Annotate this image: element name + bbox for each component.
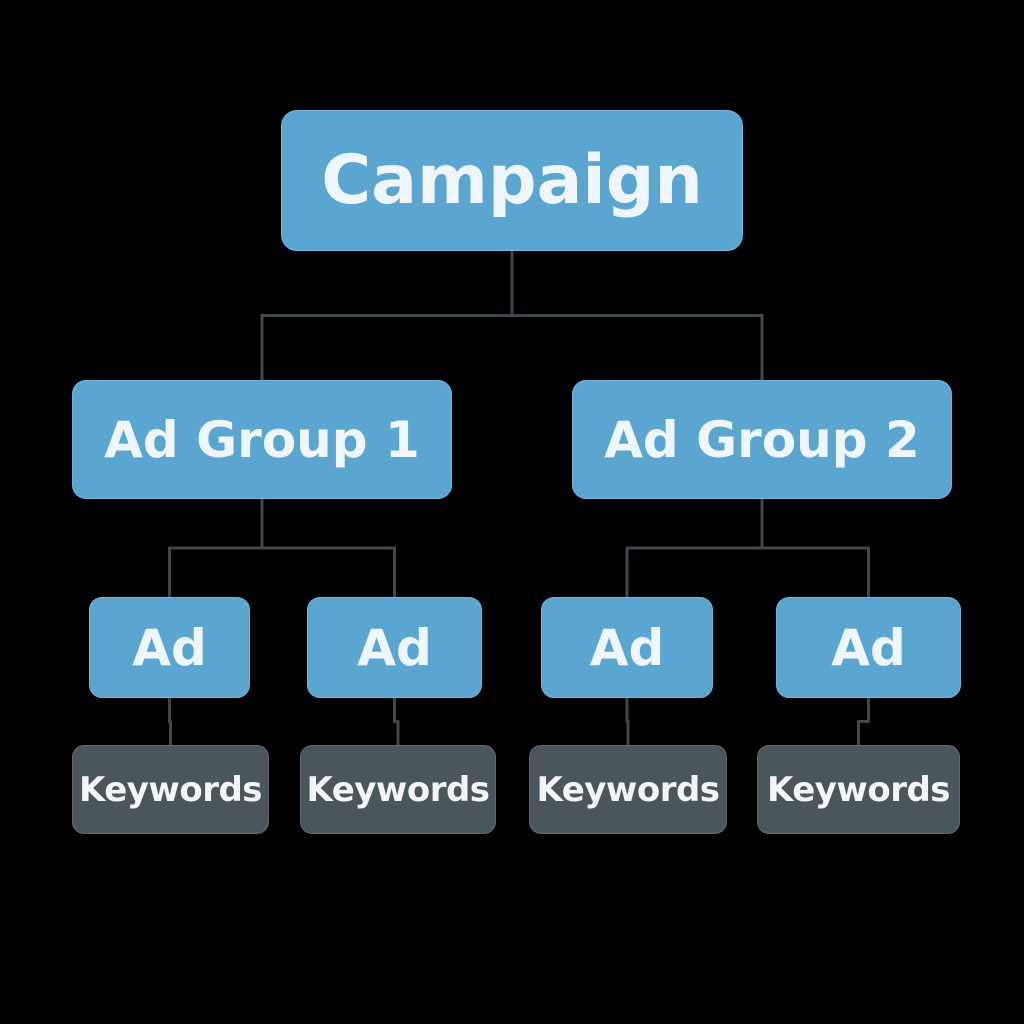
ad-group-1-node: Ad Group 1 (72, 380, 452, 499)
ad-label-1: Ad (132, 618, 207, 677)
keywords-node-3: Keywords (529, 745, 727, 834)
ad-node-1: Ad (89, 597, 250, 698)
campaign-label: Campaign (321, 141, 703, 220)
connector-group-2-to-ad-3 (625, 499, 764, 597)
connector-root-to-group-2 (510, 251, 764, 380)
ad-node-4: Ad (776, 597, 961, 698)
ad-label-4: Ad (831, 618, 906, 677)
ad-group-1-label: Ad Group 1 (104, 410, 420, 469)
connector-root-to-group-1 (260, 251, 514, 380)
ad-label-2: Ad (357, 618, 432, 677)
campaign-node: Campaign (281, 110, 743, 251)
keywords-label-2: Keywords (306, 769, 490, 810)
connector-ad-4-to-kw-4 (857, 698, 870, 745)
keywords-label-1: Keywords (78, 769, 263, 810)
ad-label-3: Ad (589, 618, 665, 677)
ad-group-2-label: Ad Group 2 (604, 410, 920, 469)
keywords-node-2: Keywords (300, 745, 496, 834)
ad-group-2-node: Ad Group 2 (572, 380, 952, 499)
keywords-node-1: Keywords (72, 745, 269, 834)
keywords-label-3: Keywords (536, 769, 720, 810)
connector-ad-3-to-kw-3 (625, 698, 630, 745)
connector-group-1-to-ad-2 (260, 499, 396, 597)
keywords-label-4: Keywords (766, 769, 951, 810)
connector-group-2-to-ad-4 (760, 499, 870, 597)
keywords-node-4: Keywords (757, 745, 960, 834)
ad-node-3: Ad (541, 597, 713, 698)
connector-ad-2-to-kw-2 (393, 698, 400, 745)
connector-ad-1-to-kw-1 (168, 698, 172, 745)
ad-node-2: Ad (307, 597, 482, 698)
connector-group-1-to-ad-1 (168, 499, 264, 597)
